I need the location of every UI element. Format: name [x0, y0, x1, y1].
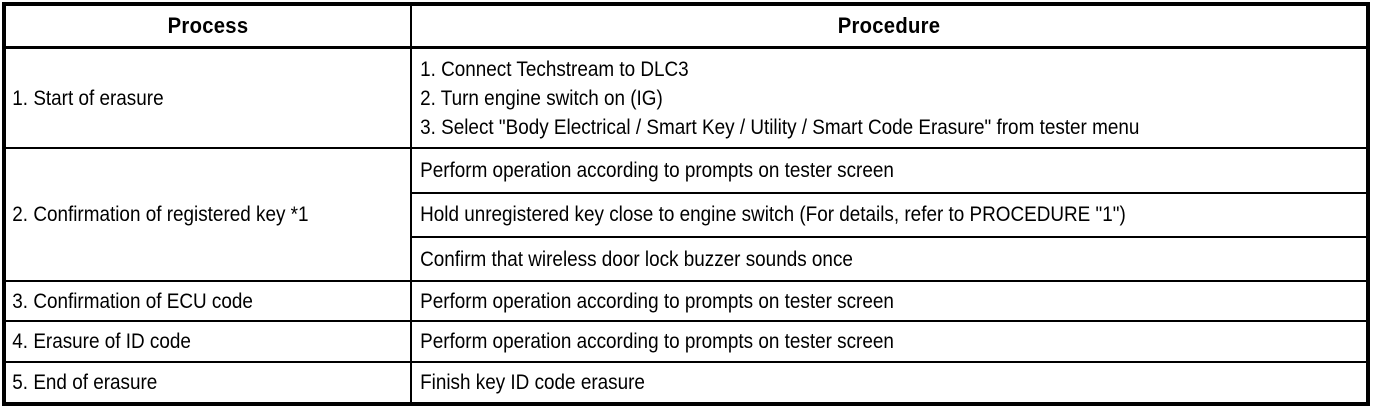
process-cell-3: 3. Confirmation of ECU code	[6, 280, 412, 323]
process-label-4: 4. Erasure of ID code	[12, 330, 191, 354]
procedure-subrow-label: Perform operation according to prompts o…	[420, 159, 894, 182]
procedure-cell-5: Finish key ID code erasure	[410, 360, 1366, 402]
table-row: 2. Confirmation of registered key *1 Per…	[6, 147, 1366, 283]
procedure-table-container: Process Procedure 1. Start of erasure 1.…	[2, 2, 1370, 406]
process-label-5: 5. End of erasure	[12, 370, 158, 394]
process-cell-1: 1. Start of erasure	[6, 46, 412, 150]
procedure-subrow-cell: Hold unregistered key close to engine sw…	[411, 191, 1366, 238]
process-label-2: 2. Confirmation of registered key *1	[12, 203, 309, 227]
procedure-subrow-cell: Confirm that wireless door lock buzzer s…	[411, 235, 1366, 283]
process-cell-4: 4. Erasure of ID code	[6, 320, 412, 363]
table-row: 1. Start of erasure 1. Connect Techstrea…	[6, 46, 1366, 150]
procedure-cell-1: 1. Connect Techstream to DLC3 2. Turn en…	[410, 46, 1366, 150]
process-label-1: 1. Start of erasure	[12, 86, 164, 110]
column-header-procedure-label: Procedure	[837, 13, 941, 39]
procedure-cell-4: Perform operation according to prompts o…	[410, 320, 1366, 363]
table-row: Hold unregistered key close to engine sw…	[6, 191, 1366, 238]
column-header-process-label: Process	[167, 13, 249, 39]
table-row: 5. End of erasure Finish key ID code era…	[6, 360, 1366, 402]
procedure-step-line: 3. Select "Body Electrical / Smart Key /…	[420, 115, 1140, 139]
procedure-label-3: Perform operation according to prompts o…	[420, 289, 894, 313]
procedure-step-line: 1. Connect Techstream to DLC3	[420, 57, 689, 81]
procedure-cell-3: Perform operation according to prompts o…	[410, 280, 1366, 323]
table-row: Confirm that wireless door lock buzzer s…	[6, 235, 1366, 283]
procedure-step-line: 2. Turn engine switch on (IG)	[420, 86, 663, 110]
procedure-table: Process Procedure 1. Start of erasure 1.…	[6, 6, 1366, 402]
column-header-process: Process	[6, 6, 412, 50]
table-header-row: Process Procedure	[6, 6, 1366, 50]
column-header-procedure: Procedure	[410, 6, 1366, 50]
table-row: 4. Erasure of ID code Perform operation …	[6, 320, 1366, 363]
procedure-label-4: Perform operation according to prompts o…	[420, 330, 894, 354]
procedure-subrow-cell: Perform operation according to prompts o…	[410, 147, 1366, 194]
process-label-3: 3. Confirmation of ECU code	[12, 289, 253, 313]
process-cell-5: 5. End of erasure	[6, 360, 412, 402]
procedure-label-5: Finish key ID code erasure	[420, 370, 645, 394]
procedure-subrow-label: Hold unregistered key close to engine sw…	[420, 203, 1126, 227]
procedure-subrow-label: Confirm that wireless door lock buzzer s…	[420, 247, 853, 271]
process-cell-2: 2. Confirmation of registered key *1	[6, 147, 412, 283]
table-row: 3. Confirmation of ECU code Perform oper…	[6, 280, 1366, 323]
